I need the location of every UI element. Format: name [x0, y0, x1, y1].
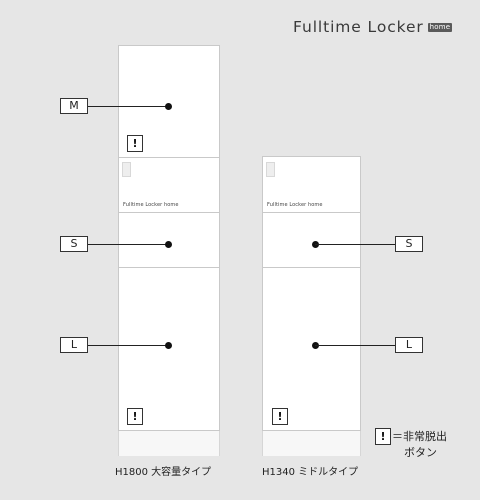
callout-line — [88, 106, 168, 107]
control-panel-tab — [122, 162, 131, 177]
emergency-button-icon: ! — [127, 135, 143, 152]
callout-line — [315, 244, 395, 245]
brand-badge: home — [427, 22, 453, 32]
locker-base — [118, 431, 220, 456]
model-caption-h1340: H1340 ミドルタイプ — [262, 467, 359, 478]
control-panel-tab — [266, 162, 275, 177]
size-label-m: M — [60, 98, 88, 114]
callout-line — [315, 345, 395, 346]
callout-dot — [165, 241, 172, 248]
brand-name: Fulltime Locker — [293, 18, 424, 36]
legend-line-2: ボタン — [404, 446, 437, 459]
model-caption-h1800: H1800 大容量タイプ — [115, 467, 212, 478]
emergency-button-icon: ! — [127, 408, 143, 425]
compartment-divider — [118, 157, 220, 158]
legend-line-1: ＝非常脱出 — [392, 430, 447, 443]
size-label-l: L — [395, 337, 423, 353]
callout-dot — [165, 103, 172, 110]
compartment-divider — [118, 212, 220, 213]
callout-line — [88, 244, 168, 245]
compartment-divider — [118, 267, 220, 268]
panel-brand-label: Fulltime Locker home — [267, 202, 323, 208]
brand-logo: Fulltime Locker home — [293, 16, 453, 38]
size-label-s: S — [395, 236, 423, 252]
panel-brand-label: Fulltime Locker home — [123, 202, 179, 208]
locker-h1340 — [262, 156, 361, 431]
emergency-button-icon: ! — [272, 408, 288, 425]
size-label-l: L — [60, 337, 88, 353]
callout-dot — [165, 342, 172, 349]
compartment-divider — [262, 212, 361, 213]
compartment-divider — [262, 267, 361, 268]
legend-emergency-icon: ! — [375, 428, 391, 445]
locker-base — [262, 431, 361, 456]
size-label-s: S — [60, 236, 88, 252]
callout-line — [88, 345, 168, 346]
